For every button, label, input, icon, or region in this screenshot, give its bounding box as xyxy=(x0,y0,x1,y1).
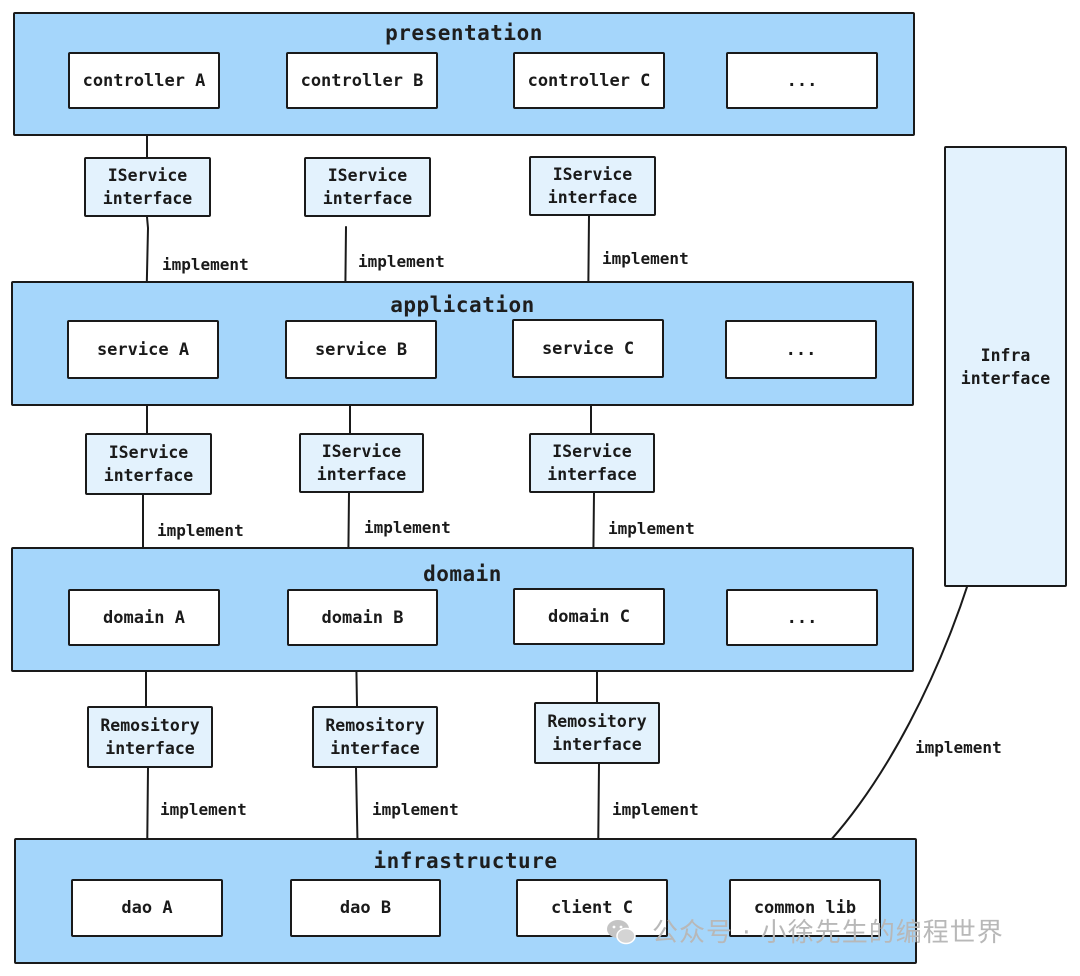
interface-type: interface xyxy=(102,189,193,208)
layer-title: application xyxy=(390,293,535,317)
interface-type: interface xyxy=(105,739,195,758)
interface-type: interface xyxy=(960,369,1051,388)
iservice-interface-box: IService interface xyxy=(85,433,212,495)
implement-label: implement xyxy=(364,518,451,537)
domain-b-box: domain B xyxy=(287,589,438,646)
interface-name: IService xyxy=(552,165,633,184)
implement-label: implement xyxy=(157,521,244,540)
placeholder-box: ... xyxy=(726,52,878,109)
interface-type: interface xyxy=(552,735,642,754)
watermark-text: 公众号 · 小徐先生的编程世界 xyxy=(652,918,1004,948)
interface-name: Remository xyxy=(547,712,647,731)
layer-title: presentation xyxy=(385,21,543,45)
interface-type: interface xyxy=(322,189,413,208)
layer-title: infrastructure xyxy=(373,849,558,873)
dao-a-box: dao A xyxy=(71,879,223,937)
placeholder-box: ... xyxy=(725,320,877,379)
service-c-box: service C xyxy=(512,319,664,378)
domain-a-box: domain A xyxy=(68,589,220,646)
common-lib-box: common lib xyxy=(729,879,881,937)
controller-c-box: controller C xyxy=(513,52,665,109)
iservice-interface-box: IService interface xyxy=(529,156,656,216)
implement-label: implement xyxy=(602,249,689,268)
implement-label: implement xyxy=(372,800,459,819)
iservice-interface-box: IService interface xyxy=(529,433,655,493)
controller-b-box: controller B xyxy=(286,52,438,109)
remository-interface-box: Remository interface xyxy=(534,702,660,764)
interface-type: interface xyxy=(547,465,637,484)
service-b-box: service B xyxy=(285,320,437,379)
remository-interface-box: Remository interface xyxy=(312,706,438,768)
interface-type: interface xyxy=(103,466,194,485)
interface-name: Remository xyxy=(325,716,425,735)
iservice-interface-box: IService interface xyxy=(304,157,431,217)
interface-type: interface xyxy=(547,188,638,207)
interface-type: interface xyxy=(330,739,420,758)
infra-interface-box: Infra interface xyxy=(944,146,1067,587)
interface-name: Infra xyxy=(980,346,1031,365)
wechat-icon xyxy=(607,920,636,945)
layer-title: domain xyxy=(423,562,502,586)
iservice-interface-box: IService interface xyxy=(299,433,424,493)
interface-name: Remository xyxy=(100,716,200,735)
controller-a-box: controller A xyxy=(68,52,220,109)
interface-name: IService xyxy=(107,166,188,185)
iservice-interface-box: IService interface xyxy=(84,157,211,217)
interface-name: IService xyxy=(552,442,632,461)
implement-label: implement xyxy=(358,252,445,271)
interface-name: IService xyxy=(108,443,189,462)
implement-label: implement xyxy=(612,800,699,819)
service-a-box: service A xyxy=(67,320,219,379)
placeholder-box: ... xyxy=(726,589,878,646)
client-c-box: client C xyxy=(516,879,668,937)
implement-label: implement xyxy=(160,800,247,819)
implement-label: implement xyxy=(608,519,695,538)
domain-c-box: domain C xyxy=(513,588,665,645)
implement-label: implement xyxy=(162,255,249,274)
interface-name: IService xyxy=(321,442,402,461)
interface-name: IService xyxy=(327,166,408,185)
remository-interface-box: Remository interface xyxy=(87,706,213,768)
interface-type: interface xyxy=(316,465,407,484)
dao-b-box: dao B xyxy=(290,879,441,937)
implement-label: implement xyxy=(915,738,1002,757)
